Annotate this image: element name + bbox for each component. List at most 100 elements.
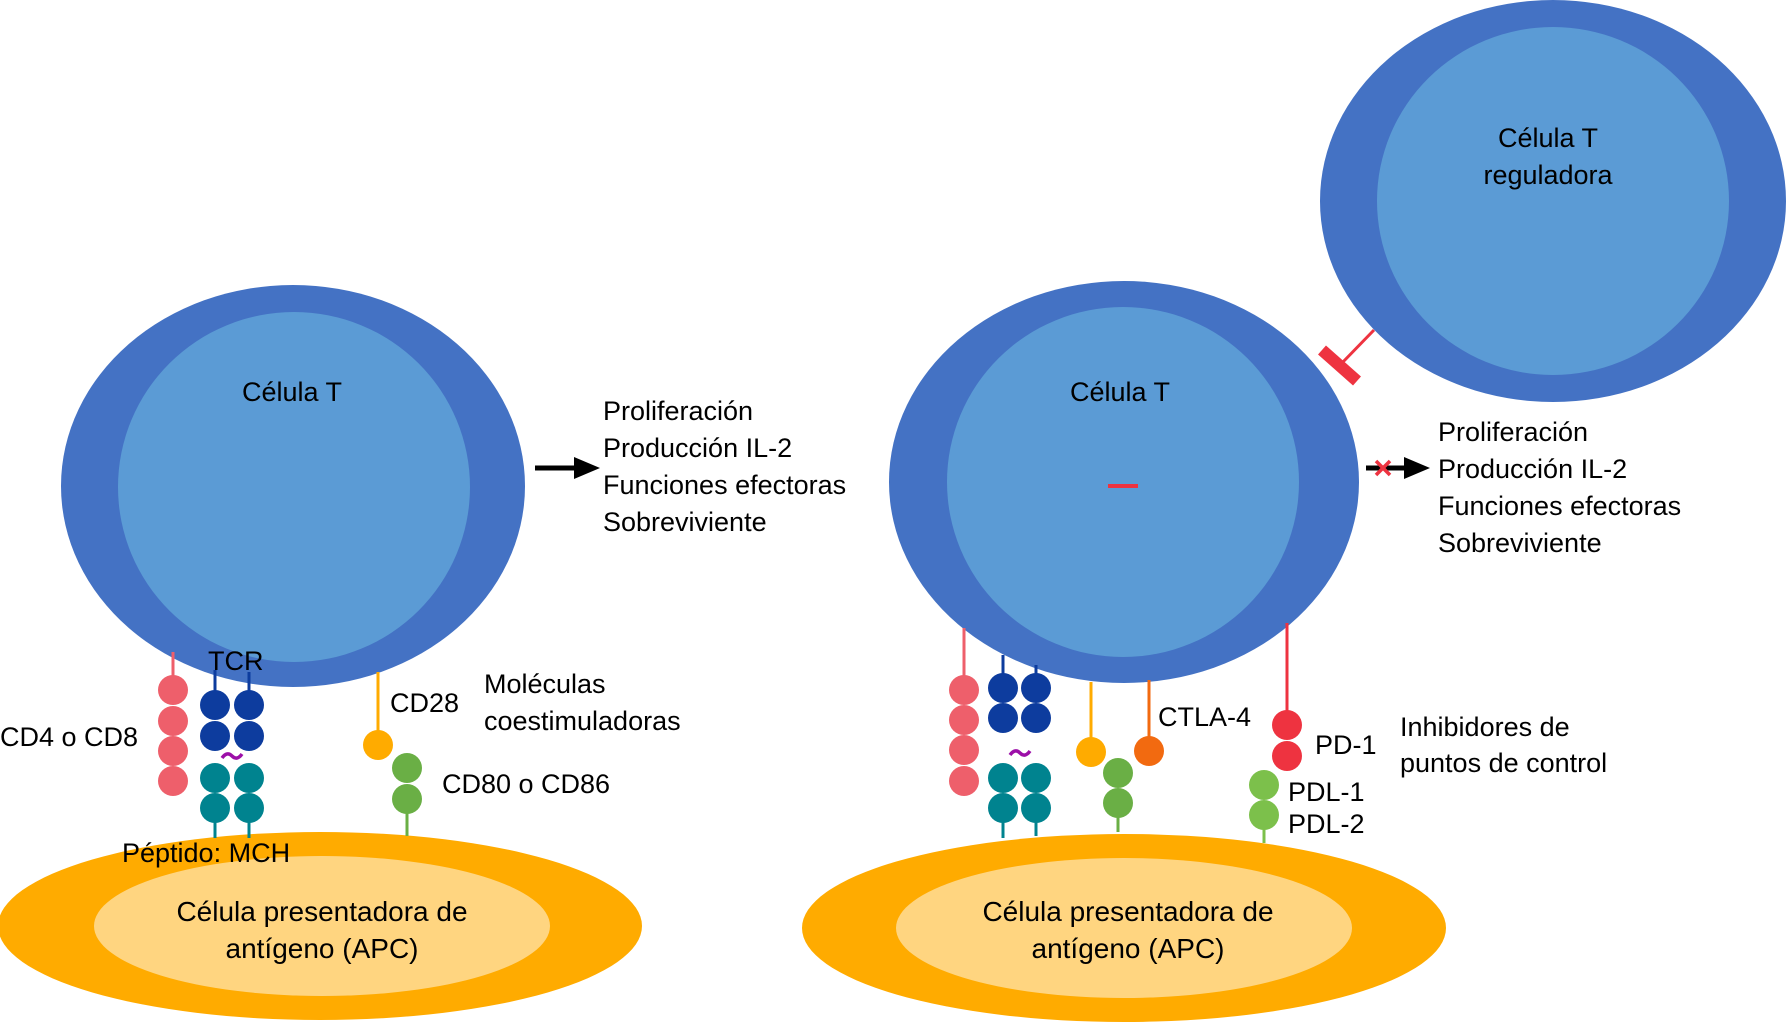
left-cd80-cd86-label: CD80 o CD86: [442, 769, 610, 799]
pdl2-label: PDL-2: [1288, 809, 1365, 839]
left-mhc-domain: [234, 763, 264, 793]
left-tcr-domain: [200, 721, 230, 751]
right-panel: Célula presentadora de antígeno (APC) Cé…: [802, 0, 1786, 1022]
right-outcome-item: Funciones efectoras: [1438, 491, 1681, 521]
left-mhc: [200, 763, 264, 838]
right-tcr-domain: [988, 673, 1018, 703]
right-mhc-domain: [988, 763, 1018, 793]
left-peptide-mhc-label: Péptido: MCH: [122, 838, 290, 868]
right-cd4-domain: [949, 675, 979, 705]
left-cd4-domain: [158, 736, 188, 766]
right-mhc-domain: [1021, 763, 1051, 793]
right-t-cell: Célula T: [889, 281, 1359, 683]
pd1-domain: [1272, 741, 1302, 771]
right-cd4-domain: [949, 705, 979, 735]
left-tcr-domain: [200, 690, 230, 720]
left-panel: Célula presentadora de antígeno (APC) Cé…: [0, 285, 846, 1020]
right-outcome-item: Proliferación: [1438, 417, 1588, 447]
checkpoint-label-line1: Inhibidores de: [1400, 712, 1570, 742]
right-cd80-cd86: [1103, 758, 1133, 832]
pdl-ligands: [1249, 770, 1279, 843]
left-mhc-domain: [200, 793, 230, 823]
treg-label-line2: reguladora: [1483, 160, 1613, 190]
ctla4-receptor: [1134, 680, 1164, 766]
left-tcr: [200, 670, 264, 751]
pdl1-domain: [1249, 770, 1279, 800]
ctla4-domain: [1134, 736, 1164, 766]
right-mhc-domain: [1021, 793, 1051, 823]
right-cd4-domain: [949, 766, 979, 796]
left-outcome-item: Producción IL-2: [603, 433, 792, 463]
right-cd80-domain: [1103, 758, 1133, 788]
left-tcr-domain: [234, 721, 264, 751]
right-tcr-domain: [1021, 673, 1051, 703]
treg-cytoplasm: [1377, 27, 1729, 375]
left-t-cell: Célula T: [61, 285, 525, 687]
right-tcr-domain: [1021, 703, 1051, 733]
left-activation-arrow: [535, 457, 600, 479]
left-t-cell-label: Célula T: [242, 377, 342, 407]
left-t-cell-cytoplasm: [118, 312, 470, 662]
block-x-icon: [1374, 459, 1392, 477]
checkpoint-label-line2: puntos de control: [1400, 748, 1607, 778]
left-cd28-domain: [363, 730, 393, 760]
right-cd28: [1076, 682, 1106, 767]
left-outcomes-list: Proliferación Producción IL-2 Funciones …: [603, 396, 846, 537]
treg-inhibition-marker: [1318, 328, 1376, 386]
pdl1-label: PDL-1: [1288, 777, 1365, 807]
left-cd28-label: CD28: [390, 688, 459, 718]
right-outcome-item: Sobreviviente: [1438, 528, 1602, 558]
inhibition-bar-icon: [1318, 345, 1361, 386]
right-apc-label-line2: antígeno (APC): [1032, 933, 1225, 964]
pdl2-domain: [1249, 800, 1279, 830]
left-cd4-domain: [158, 766, 188, 796]
right-apc-cell: Célula presentadora de antígeno (APC): [802, 834, 1446, 1022]
right-outcomes-list: Proliferación Producción IL-2 Funciones …: [1438, 417, 1681, 558]
left-arrow-head-icon: [574, 457, 600, 479]
left-cd4-cd8-receptor: [158, 652, 188, 796]
pd1-label: PD-1: [1315, 730, 1377, 760]
left-tcr-domain: [234, 690, 264, 720]
ctla4-label: CTLA-4: [1158, 702, 1251, 732]
pd1-receptor: [1272, 623, 1302, 771]
right-t-cell-cytoplasm: [947, 307, 1299, 657]
left-cd4-domain: [158, 675, 188, 705]
right-apc-label-line1: Célula presentadora de: [982, 896, 1273, 927]
left-mhc-domain: [234, 793, 264, 823]
left-apc-label-line1: Célula presentadora de: [176, 896, 467, 927]
left-apc-label-line2: antígeno (APC): [226, 933, 419, 964]
inhibition-line: [1339, 328, 1376, 366]
left-cd4-cd8-label: CD4 o CD8: [0, 722, 138, 752]
right-cd80-domain: [1103, 788, 1133, 818]
left-outcome-item: Funciones efectoras: [603, 470, 846, 500]
left-cd80-cd86: [392, 753, 422, 836]
left-cd4-domain: [158, 706, 188, 736]
right-mhc-domain: [988, 793, 1018, 823]
left-costim-label-line2: coestimuladoras: [484, 706, 681, 736]
right-peptide-icon: [1008, 749, 1032, 757]
right-tcr-domain: [988, 703, 1018, 733]
left-costim-label-line1: Moléculas: [484, 669, 606, 699]
pd1-domain: [1272, 710, 1302, 740]
right-t-cell-label: Célula T: [1070, 377, 1170, 407]
right-cd28-domain: [1076, 737, 1106, 767]
regulatory-t-cell: Célula T reguladora: [1320, 0, 1786, 402]
right-apc-cytoplasm: [896, 858, 1352, 998]
right-cd4-domain: [949, 735, 979, 765]
right-outcome-item: Producción IL-2: [1438, 454, 1627, 484]
right-blocked-arrow: [1366, 457, 1430, 479]
left-outcome-item: Proliferación: [603, 396, 753, 426]
left-mhc-domain: [200, 763, 230, 793]
left-tcr-label: TCR: [208, 646, 264, 676]
right-cd4-cd8-receptor: [949, 628, 979, 796]
left-cd28: [363, 672, 393, 760]
left-apc-cytoplasm: [94, 856, 550, 996]
right-mhc: [988, 763, 1051, 838]
right-tcr: [988, 655, 1051, 733]
left-outcome-item: Sobreviviente: [603, 507, 767, 537]
minus-sign-icon: [1108, 484, 1138, 488]
left-apc-cell: Célula presentadora de antígeno (APC): [0, 832, 642, 1020]
left-cd80-domain: [392, 753, 422, 783]
left-peptide-icon: [220, 752, 244, 760]
